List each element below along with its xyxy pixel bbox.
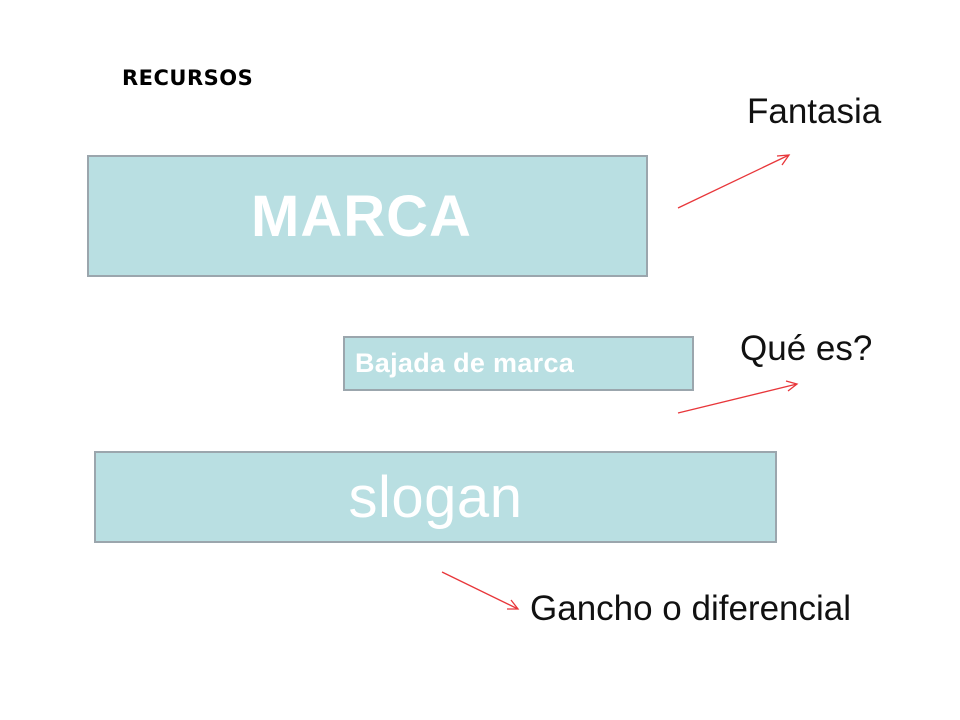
box-slogan-label: slogan [348, 464, 523, 530]
arrow-marca-to-fantasia [677, 154, 791, 209]
box-bajada-de-marca: Bajada de marca [343, 336, 694, 391]
box-slogan: slogan [94, 451, 777, 543]
box-bajada-label: Bajada de marca [355, 348, 575, 378]
label-gancho: Gancho o diferencial [530, 589, 852, 628]
arrow-bajada-to-que-es [677, 380, 799, 414]
heading-recursos: RECURSOS [122, 66, 254, 90]
box-marca-label: MARCA [251, 183, 472, 249]
label-que-es: Qué es? [740, 329, 873, 368]
box-marca: MARCA [87, 155, 648, 277]
arrow-slogan-to-gancho [441, 571, 520, 610]
label-fantasia: Fantasia [747, 92, 882, 131]
